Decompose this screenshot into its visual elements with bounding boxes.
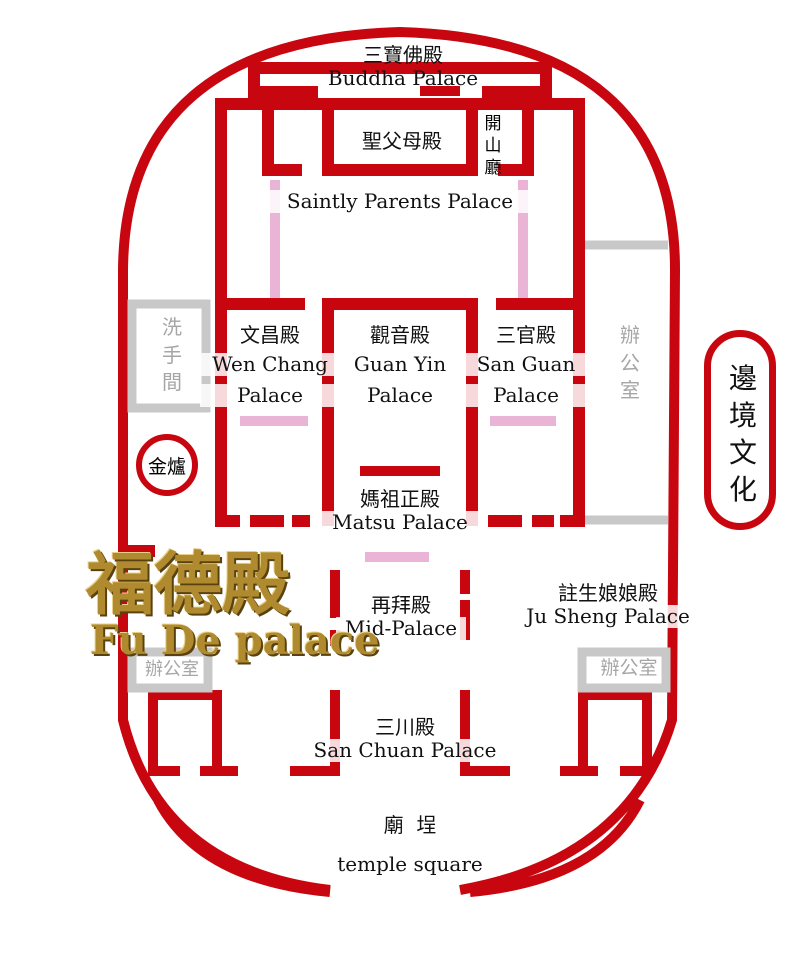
fu-de-palace-highlight: 福德殿 Fu De palace bbox=[86, 545, 380, 665]
passage-upper-right bbox=[518, 180, 528, 298]
east-lower-top bbox=[578, 690, 652, 700]
passage-sanguan bbox=[490, 416, 556, 426]
saintly-parents-zh-label: 聖父母殿 bbox=[362, 129, 442, 153]
mid-row-top-center bbox=[322, 298, 478, 310]
upper-step-right bbox=[498, 164, 534, 176]
mid-col-right-3 bbox=[460, 690, 470, 776]
west-lower-base-3 bbox=[290, 766, 340, 776]
upper-wall-top bbox=[215, 98, 585, 110]
buddha-wall-bottom-right bbox=[482, 86, 552, 98]
buddha-wall-top bbox=[248, 62, 548, 74]
east-lower-post-1 bbox=[578, 690, 588, 776]
parents-wall-right bbox=[466, 110, 478, 176]
upper-wall-right bbox=[573, 98, 585, 310]
dash-1 bbox=[215, 515, 240, 527]
incense-furnace-label: 金爐 bbox=[147, 455, 186, 478]
temple-square-label: 廟 埕 temple square bbox=[320, 814, 500, 876]
east-small-office-box bbox=[577, 647, 671, 693]
dash-6 bbox=[560, 515, 585, 527]
mid-palace-label: 再拜殿 Mid-Palace bbox=[336, 594, 466, 640]
restroom-label: 洗手間 bbox=[162, 315, 182, 395]
san-chuan-palace-label: 三川殿 San Chuan Palace bbox=[300, 716, 510, 762]
upper-wall-left bbox=[215, 98, 227, 310]
passage-upper-left bbox=[270, 180, 280, 298]
dash-5 bbox=[532, 515, 554, 527]
mid-col-left-1 bbox=[330, 570, 340, 618]
east-lower-base-2 bbox=[620, 766, 652, 776]
upper-inner-left bbox=[262, 110, 274, 176]
west-wing-top bbox=[123, 545, 155, 557]
buddha-palace-label: 三寶佛殿 Buddha Palace bbox=[327, 43, 479, 90]
upper-step-left bbox=[262, 164, 302, 176]
kaishan-hall-label: 開山廳 bbox=[484, 114, 502, 178]
parents-wall-left bbox=[322, 110, 334, 176]
parents-wall-bottom bbox=[322, 164, 478, 176]
dash-3 bbox=[292, 515, 310, 527]
matsu-wall-left bbox=[322, 430, 334, 526]
guan-yin-palace-label: 觀音殿 Guan Yin Palace bbox=[334, 324, 466, 407]
east-office-label: 辦公室 bbox=[620, 323, 640, 403]
mid-row-top-left bbox=[215, 298, 305, 310]
wen-chang-palace-label: 文昌殿 Wen Chang Palace bbox=[200, 324, 340, 407]
buddha-wall-bottom-mid bbox=[420, 86, 460, 96]
passage-matsu bbox=[365, 552, 429, 562]
west-lower-top bbox=[148, 690, 222, 700]
west-lower-base-1 bbox=[148, 766, 180, 776]
west-lower-base-2 bbox=[200, 766, 238, 776]
brand-badge-text: 邊境文化 bbox=[728, 362, 757, 506]
outer-wall-left-base bbox=[153, 797, 331, 897]
outer-wall bbox=[118, 27, 680, 895]
mid-col-right-1 bbox=[460, 570, 470, 594]
west-lower-post-2 bbox=[212, 690, 222, 776]
ju-sheng-palace-label: 註生娘娘殿 Ju Sheng Palace bbox=[516, 582, 700, 628]
passage-wenchang bbox=[240, 416, 308, 426]
dash-2 bbox=[250, 515, 284, 527]
outer-wall-right-base bbox=[469, 797, 645, 897]
east-small-office-label: 辦公室 bbox=[600, 657, 658, 679]
dash-4 bbox=[488, 515, 522, 527]
mid-col-left-2 bbox=[330, 630, 340, 646]
east-lower-base-1 bbox=[560, 766, 598, 776]
west-small-office-box bbox=[127, 647, 213, 693]
buddha-wall-bottom-left bbox=[248, 86, 318, 98]
east-lower-base-3 bbox=[460, 766, 510, 776]
upper-inner-right bbox=[522, 110, 534, 176]
west-small-office-label: 辦公室 bbox=[145, 659, 199, 680]
san-guan-palace-label: 三官殿 San Guan Palace bbox=[466, 324, 586, 407]
incense-furnace: 金爐 bbox=[136, 434, 198, 496]
west-lower-post-1 bbox=[148, 690, 158, 776]
matsu-wall-right bbox=[466, 430, 478, 526]
saintly-parents-en-label: Saintly Parents Palace bbox=[270, 190, 530, 213]
matsu-altar bbox=[360, 466, 440, 476]
mid-col-left-3 bbox=[330, 690, 340, 776]
east-lower-post-2 bbox=[642, 690, 652, 776]
mid-row-top-right bbox=[496, 298, 585, 310]
matsu-palace-label: 媽祖正殿 Matsu Palace bbox=[320, 488, 480, 534]
brand-badge: 邊境文化 bbox=[704, 330, 776, 530]
